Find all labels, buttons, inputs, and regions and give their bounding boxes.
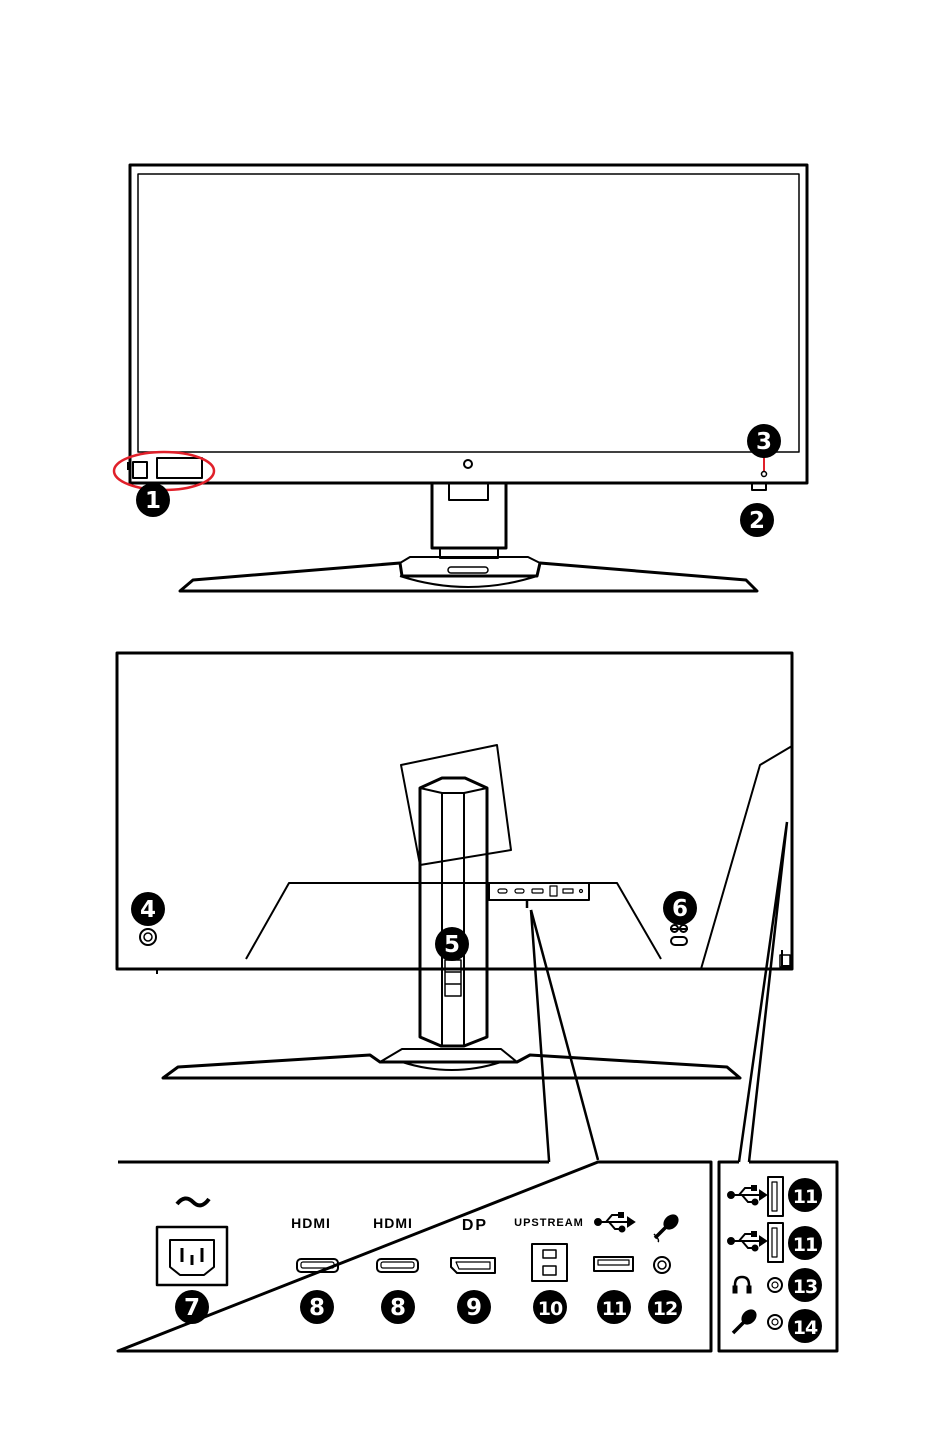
hdmi-label-2: HDMI [373, 1215, 413, 1231]
kensington-lock [671, 937, 687, 945]
callout-number: 1 [145, 488, 161, 514]
side-usb-port-2 [768, 1223, 783, 1262]
callout-number: 6 [672, 896, 688, 922]
side-mic-jack [768, 1315, 782, 1329]
callout-c5: 5 [435, 927, 469, 961]
callout-number: 3 [756, 429, 772, 455]
callout-c8a: 8 [300, 1290, 334, 1324]
callout-number: 11 [602, 1298, 626, 1320]
microphone-icon [654, 1212, 681, 1242]
callout-number: 11 [793, 1234, 817, 1256]
front-sensor [464, 460, 472, 468]
hdmi-port-2 [377, 1259, 418, 1272]
rear-body [117, 653, 792, 969]
callout-number: 13 [793, 1276, 817, 1298]
headphone-jack [768, 1278, 782, 1292]
callout-c8b: 8 [381, 1290, 415, 1324]
callout-number: 8 [309, 1295, 325, 1321]
ac-power-icon [177, 1198, 209, 1205]
port-panel-main [118, 1162, 711, 1351]
rear-stand-base [163, 1055, 740, 1078]
callout-c4: 4 [131, 892, 165, 926]
front-stand-neck [432, 483, 506, 548]
callout-c3: 3 [747, 424, 781, 458]
front-view [114, 165, 807, 591]
callout-number: 9 [466, 1295, 482, 1321]
callout-c9: 9 [457, 1290, 491, 1324]
front-bezel [130, 165, 807, 483]
usb-icon [595, 1213, 634, 1232]
rear-stand-column [420, 778, 487, 1046]
callout-c11b: 11 [788, 1178, 822, 1212]
leader-right [739, 822, 787, 1162]
upstream-label: UPSTREAM [514, 1217, 584, 1229]
side-usb-port-1 [768, 1177, 783, 1216]
microphone-icon [733, 1307, 759, 1333]
callout-c7: 7 [175, 1290, 209, 1324]
mic-jack [654, 1257, 670, 1273]
callout-number: 10 [538, 1298, 563, 1320]
callout-c11a: 11 [597, 1290, 631, 1324]
callout-number: 14 [793, 1317, 818, 1339]
callout-c2: 2 [740, 503, 774, 537]
callout-c11c: 11 [788, 1226, 822, 1260]
headphone-icon [733, 1277, 751, 1293]
callout-c6: 6 [663, 891, 697, 925]
rear-io-strip [489, 883, 589, 900]
power-button[interactable] [133, 462, 147, 478]
navi-key[interactable] [140, 929, 156, 945]
usb-icon [728, 1186, 766, 1205]
callout-c12: 12 [648, 1290, 682, 1324]
callout-c1: 1 [136, 483, 170, 517]
usb-downstream-port [594, 1257, 633, 1271]
callout-number: 7 [184, 1295, 200, 1321]
callout-number: 5 [444, 932, 460, 958]
callout-c10: 10 [533, 1290, 567, 1324]
usb-icon [728, 1232, 766, 1251]
callout-c14: 14 [788, 1309, 822, 1343]
callout-c13: 13 [788, 1268, 822, 1302]
hdmi-label-1: HDMI [291, 1215, 331, 1231]
control-panel [157, 458, 202, 478]
dp-label: DP [462, 1217, 488, 1234]
callout-number: 2 [749, 508, 765, 534]
callout-number: 8 [390, 1295, 406, 1321]
front-screen [138, 174, 799, 452]
callout-number: 11 [793, 1186, 817, 1208]
callout-number: 4 [140, 897, 156, 923]
callout-number: 12 [653, 1298, 677, 1320]
